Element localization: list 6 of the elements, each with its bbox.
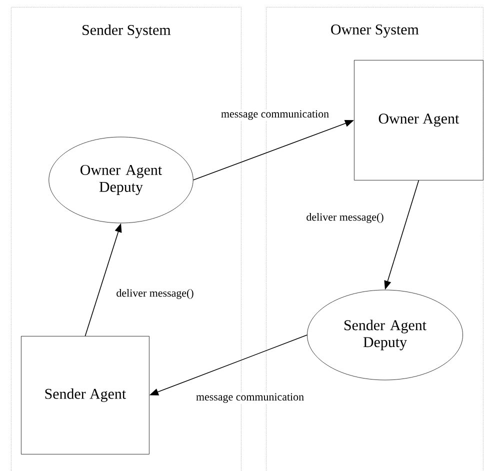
- edge-label: message communication: [194, 392, 306, 404]
- edge-label: deliver message(): [115, 288, 195, 300]
- agent-box: Sender Agent: [21, 336, 150, 454]
- edge-label: deliver message(): [305, 212, 385, 224]
- edge-label: message communication: [220, 109, 330, 121]
- agent-box: Owner Agent: [354, 60, 484, 180]
